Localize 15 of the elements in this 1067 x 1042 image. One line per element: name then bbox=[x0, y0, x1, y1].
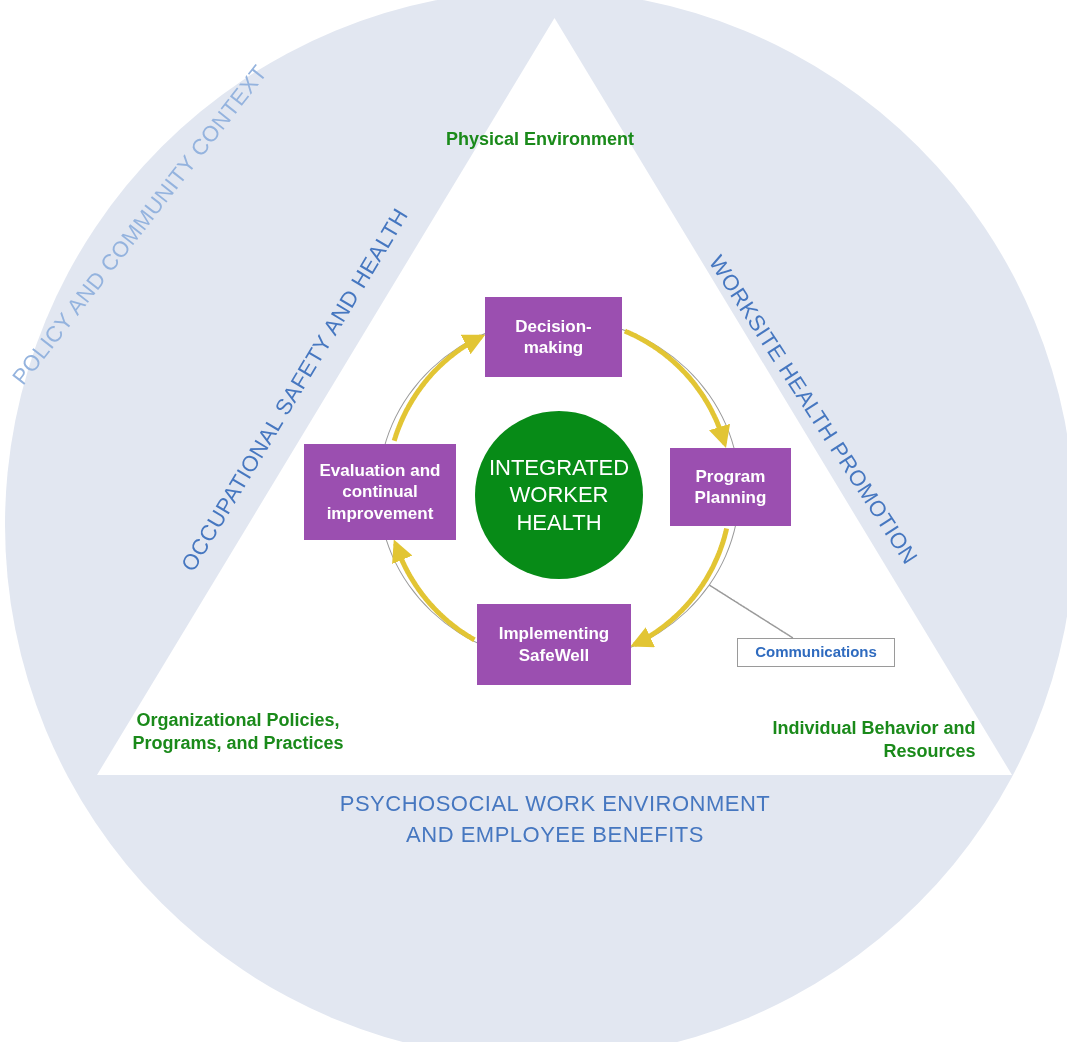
arrow bbox=[392, 539, 476, 642]
arrow bbox=[391, 334, 486, 442]
process-box: Decision-making bbox=[485, 297, 622, 377]
arrow bbox=[623, 328, 731, 448]
process-box: Evaluation and continual improvement bbox=[304, 444, 456, 540]
process-box: Program Planning bbox=[670, 448, 791, 526]
corner-label: Individual Behavior and Resources bbox=[771, 716, 976, 763]
callout-box: Communications bbox=[737, 638, 895, 667]
arrow bbox=[630, 527, 730, 648]
context-circle bbox=[5, 0, 1067, 1042]
band-label: PSYCHOSOCIAL WORK ENVIRONMENT AND EMPLOYEE BENEFITS bbox=[338, 790, 772, 849]
process-box: Implementing SafeWell bbox=[477, 604, 631, 685]
leader-line bbox=[708, 584, 794, 639]
corner-label: Physical Environment bbox=[444, 128, 636, 152]
corner-label: Organizational Policies, Programs, and Practices bbox=[131, 708, 345, 755]
